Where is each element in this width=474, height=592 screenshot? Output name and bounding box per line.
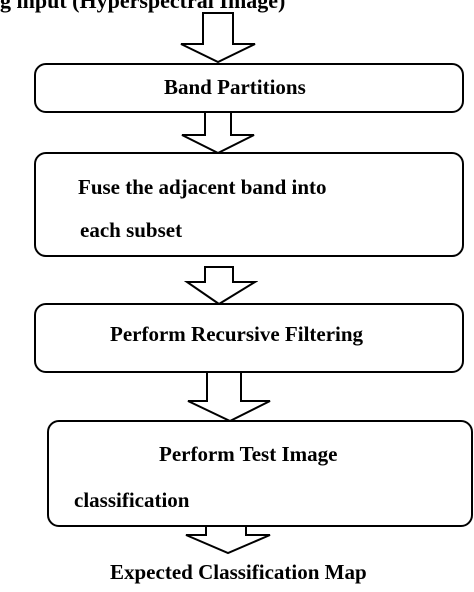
flow-arrow-3: [184, 266, 258, 306]
step-label-fuse-bands-line1: Fuse the adjacent band into: [78, 175, 327, 199]
flow-arrow-1: [178, 12, 258, 64]
flow-arrow-5: [184, 525, 274, 555]
flow-arrow-2: [178, 111, 258, 155]
step-box-test-classification: [47, 420, 473, 527]
step-label-band-partitions: Band Partitions: [164, 75, 306, 99]
step-label-fuse-bands-line2: each subset: [80, 218, 183, 242]
step-box-fuse-bands: [34, 152, 464, 257]
step-label-test-classification-line2: classification: [74, 488, 190, 512]
step-label-test-classification-line1: Perform Test Image: [159, 442, 338, 466]
step-label-recursive-filtering: Perform Recursive Filtering: [110, 322, 364, 346]
input-heading: g input (Hyperspectral Image): [0, 0, 286, 13]
step-box-recursive-filtering: [34, 303, 464, 373]
flow-arrow-4: [184, 371, 274, 423]
output-label: Expected Classification Map: [110, 560, 367, 584]
step-box-band-partitions: [34, 63, 464, 113]
